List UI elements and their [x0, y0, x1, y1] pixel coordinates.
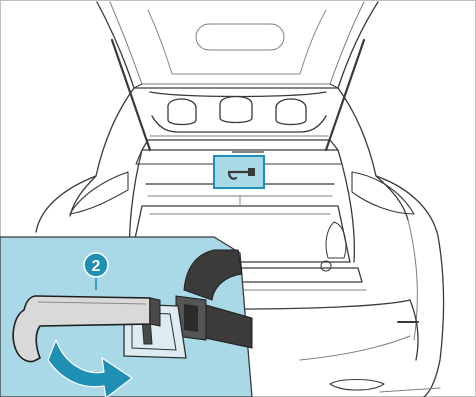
- inset-detail: [0, 237, 252, 397]
- callout-badge: 2: [84, 253, 108, 277]
- hook-location-highlight: [214, 152, 264, 188]
- callout-number: 2: [92, 258, 101, 275]
